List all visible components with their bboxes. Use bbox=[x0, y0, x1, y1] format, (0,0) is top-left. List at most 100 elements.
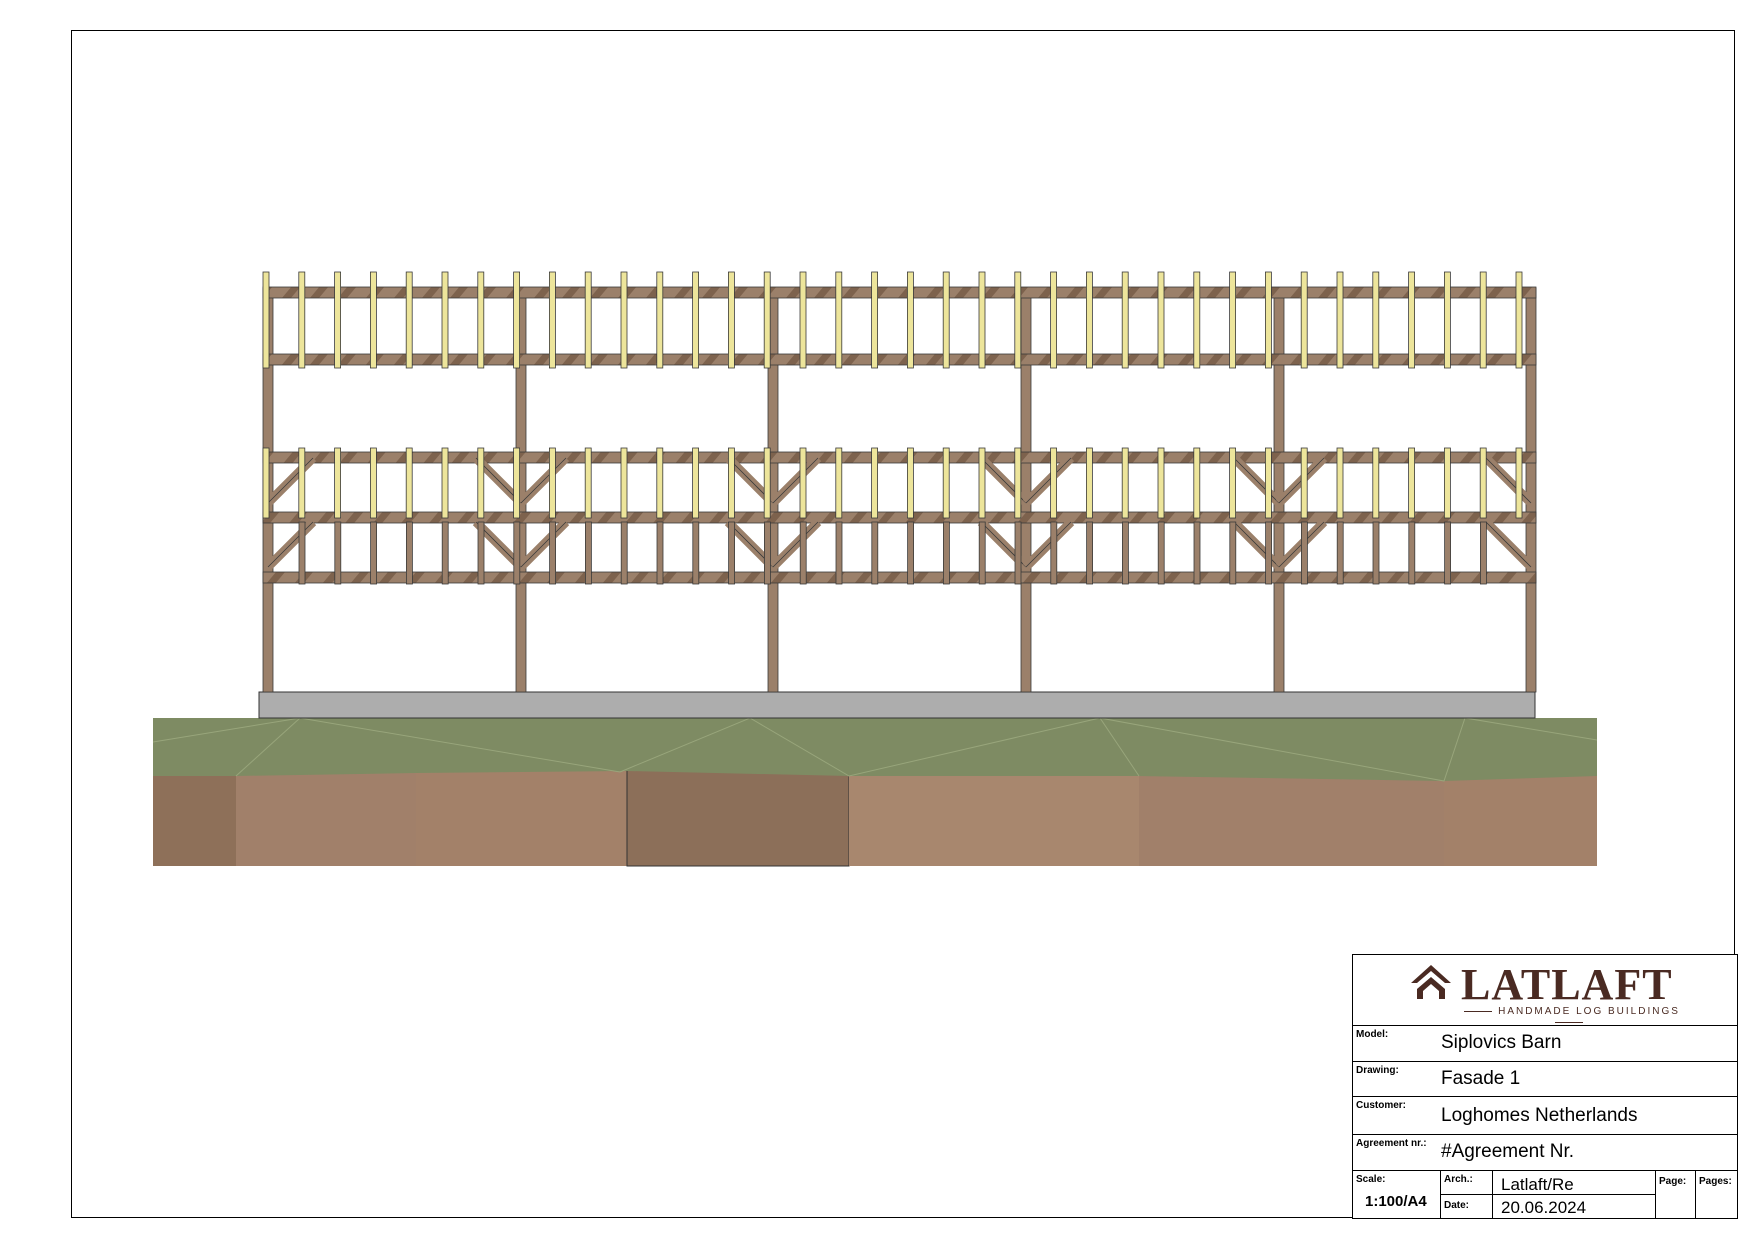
cladding-board bbox=[584, 447, 592, 519]
cladding-board bbox=[907, 447, 914, 519]
cladding-board bbox=[1157, 447, 1165, 519]
agreement-row: Agreement nr.: #Agreement Nr. bbox=[1353, 1134, 1737, 1170]
arch-value: Latlaft/Re bbox=[1501, 1175, 1574, 1194]
cladding-board bbox=[369, 271, 377, 369]
timber-posts bbox=[262, 287, 1537, 693]
cladding-board bbox=[513, 271, 520, 369]
cladding-board bbox=[369, 447, 377, 519]
timber-stud bbox=[728, 521, 735, 585]
grass-layer bbox=[152, 717, 1598, 782]
pages-cell: Pages: bbox=[1696, 1171, 1737, 1219]
timber-beam bbox=[262, 286, 1537, 299]
cladding-board bbox=[620, 447, 628, 519]
cladding-board bbox=[1157, 271, 1165, 369]
timber-brace bbox=[267, 521, 314, 568]
timber-beams bbox=[262, 286, 1537, 584]
timber-brace bbox=[1233, 457, 1280, 504]
model-row: Model: Siplovics Barn bbox=[1353, 1025, 1737, 1061]
cladding-board bbox=[728, 271, 735, 369]
cladding-board bbox=[1086, 271, 1093, 369]
cladding-board bbox=[549, 447, 556, 519]
scale-cell: Scale: 1:100/A4 bbox=[1353, 1171, 1441, 1219]
cladding-board bbox=[1515, 447, 1523, 519]
cladding-board bbox=[1336, 271, 1344, 369]
timber-post bbox=[1525, 287, 1537, 693]
cladding-board bbox=[1193, 271, 1201, 369]
logo-wordmark: LATLAFT bbox=[1461, 960, 1673, 1009]
cladding-board bbox=[1050, 447, 1057, 519]
customer-value: Loghomes Netherlands bbox=[1441, 1105, 1638, 1126]
arch-value-cell: Latlaft/Re bbox=[1493, 1171, 1656, 1195]
cladding-board bbox=[799, 271, 807, 369]
date-label: Date: bbox=[1444, 1200, 1470, 1211]
timber-stud bbox=[298, 521, 306, 585]
timber-stud bbox=[871, 521, 879, 585]
timber-stud bbox=[1265, 521, 1272, 585]
cladding-board bbox=[907, 271, 914, 369]
title-block: LATLAFT HANDMADE LOG BUILDINGS Model: Si… bbox=[1352, 954, 1738, 1219]
cladding-board bbox=[441, 271, 449, 369]
cladding-board bbox=[405, 447, 413, 519]
cladding-board bbox=[1300, 447, 1308, 519]
cladding-board bbox=[692, 447, 699, 519]
cladding-board bbox=[656, 447, 664, 519]
timber-stud bbox=[1050, 521, 1058, 585]
arch-label-cell: Arch.: bbox=[1441, 1171, 1493, 1195]
cladding-board bbox=[298, 447, 306, 519]
cladding-board bbox=[942, 271, 950, 369]
timber-stud bbox=[1157, 521, 1165, 585]
date-label-cell: Date: bbox=[1441, 1195, 1493, 1219]
customer-label: Customer: bbox=[1356, 1100, 1407, 1111]
cladding-board bbox=[1479, 447, 1487, 519]
page-cell: Page: bbox=[1656, 1171, 1696, 1219]
cladding-board bbox=[262, 447, 270, 519]
timber-stud bbox=[1372, 521, 1380, 585]
timber-brace bbox=[1485, 521, 1532, 568]
customer-row: Customer: Loghomes Netherlands bbox=[1353, 1096, 1737, 1134]
cladding-board bbox=[1515, 271, 1523, 369]
cladding-board bbox=[871, 271, 878, 369]
scale-value: 1:100/A4 bbox=[1365, 1193, 1427, 1210]
cladding-board bbox=[1479, 271, 1487, 369]
drawing-row: Drawing: Fasade 1 bbox=[1353, 1061, 1737, 1096]
timber-stud bbox=[1122, 521, 1129, 585]
cladding-board bbox=[620, 271, 628, 369]
timber-stud bbox=[764, 521, 771, 585]
cladding-board bbox=[441, 447, 449, 519]
cladding-board bbox=[1300, 271, 1308, 369]
cladding-board bbox=[942, 447, 950, 519]
cladding-board bbox=[1193, 447, 1201, 519]
soil-layer bbox=[153, 767, 1597, 867]
timber-stud bbox=[1086, 521, 1093, 585]
agreement-label: Agreement nr.: bbox=[1356, 1138, 1427, 1149]
agreement-value: #Agreement Nr. bbox=[1441, 1141, 1575, 1162]
timber-brace bbox=[1025, 521, 1072, 568]
timber-stud bbox=[1480, 521, 1487, 585]
cladding-board bbox=[477, 271, 485, 369]
timber-beam bbox=[262, 511, 1537, 524]
logo-tagline: HANDMADE LOG BUILDINGS bbox=[1457, 1006, 1681, 1028]
timber-stud bbox=[405, 521, 413, 585]
arch-label: Arch.: bbox=[1444, 1174, 1473, 1185]
timber-stud bbox=[585, 521, 592, 585]
info-row: Scale: 1:100/A4 Arch.: Date: Latlaft/Re … bbox=[1353, 1170, 1737, 1219]
cladding-boards bbox=[262, 271, 1523, 585]
timber-stud bbox=[370, 521, 378, 585]
cladding-board bbox=[656, 271, 664, 369]
timber-stud bbox=[1444, 521, 1451, 585]
cladding-board bbox=[1372, 447, 1380, 519]
timber-stud bbox=[835, 521, 843, 585]
cladding-board bbox=[1229, 447, 1236, 519]
cladding-board bbox=[1265, 447, 1272, 519]
timber-stud bbox=[1301, 521, 1308, 585]
timber-stud bbox=[549, 521, 556, 585]
cladding-board bbox=[1408, 271, 1415, 369]
cladding-board bbox=[763, 447, 771, 519]
timber-stud bbox=[1193, 521, 1201, 585]
cladding-board bbox=[334, 271, 342, 369]
company-logo: LATLAFT HANDMADE LOG BUILDINGS bbox=[1353, 955, 1737, 1025]
timber-stud bbox=[1014, 521, 1022, 585]
cladding-board bbox=[1265, 271, 1272, 369]
timber-stud bbox=[620, 521, 628, 585]
